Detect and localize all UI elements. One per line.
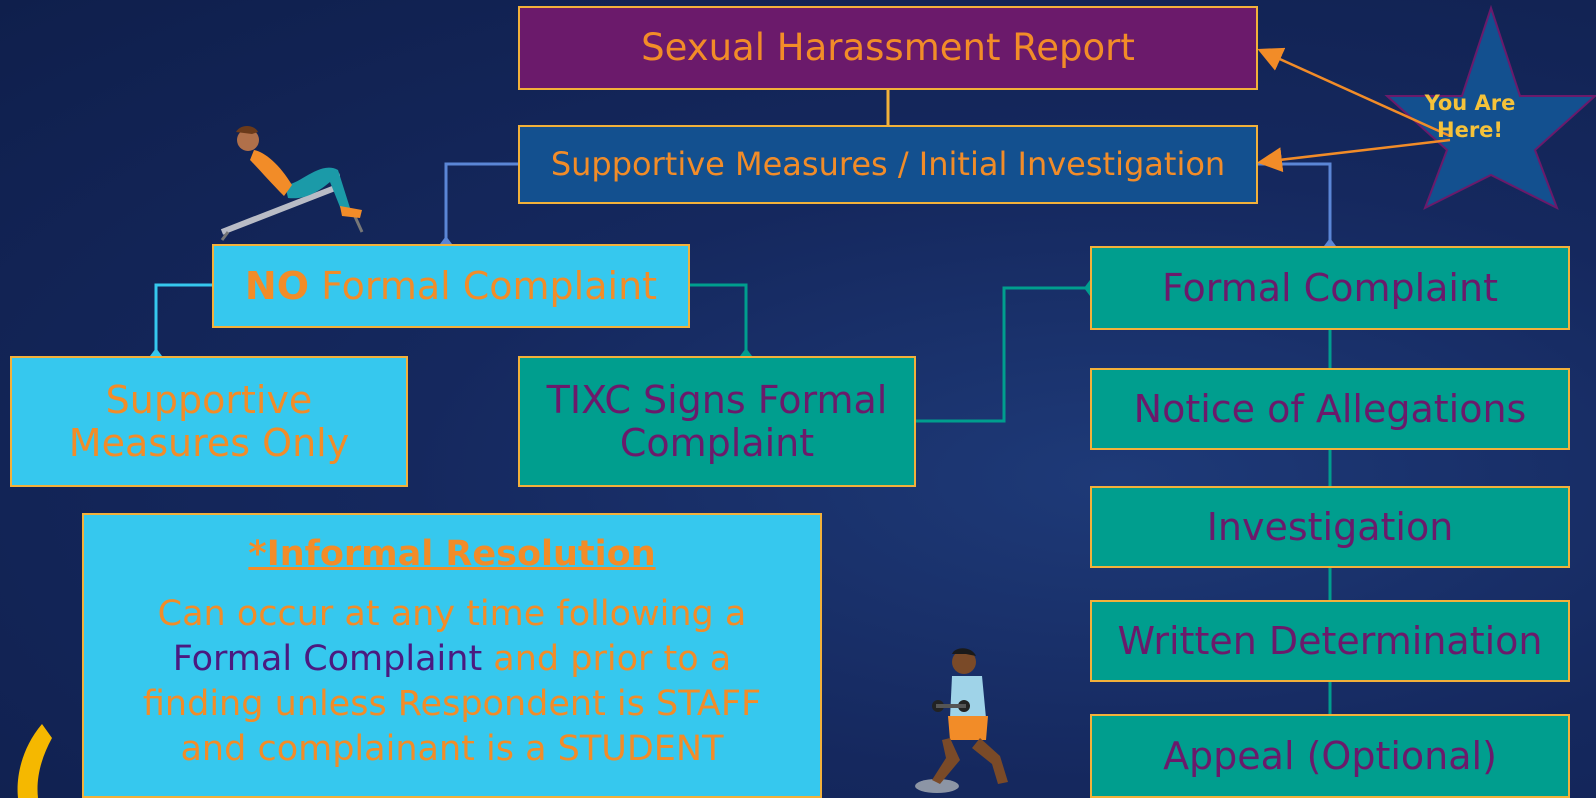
star-line2: Here!: [1437, 118, 1503, 143]
connector-no-formal-tixc: [690, 283, 748, 356]
supportive-only-box: Supportive Measures Only: [10, 356, 408, 487]
supportive-initial-text: Supportive Measures / Initial Investigat…: [550, 144, 1226, 183]
supportive-only-line1: Supportive: [105, 377, 313, 422]
tixc-line2: Complaint: [619, 420, 815, 465]
informal-body: Can occur at any time following a Formal…: [143, 592, 761, 771]
step-appeal: Appeal (Optional): [1090, 714, 1570, 798]
star-shape: [1384, 4, 1596, 211]
star-line1: You Are: [1424, 91, 1516, 115]
connector-no-formal-supportive-only: [154, 283, 212, 356]
step-label: Investigation: [1206, 504, 1454, 549]
step-formal-complaint: Formal Complaint: [1090, 246, 1570, 330]
title-text: Sexual Harassment Report: [641, 26, 1135, 70]
connector-tixc-formal: [916, 286, 1090, 423]
informal-line4: and complainant is a STUDENT: [180, 728, 724, 769]
tixc-box: TIXC Signs Formal Complaint: [518, 356, 916, 487]
yellow-arc-icon: [17, 724, 52, 798]
supportive-initial-box: Supportive Measures / Initial Investigat…: [518, 125, 1258, 204]
step-investigation: Investigation: [1090, 486, 1570, 568]
squat-man-icon: [915, 648, 1008, 793]
informal-heading: *Informal Resolution: [248, 534, 656, 574]
no-formal-complaint-box: NO Formal Complaint: [212, 244, 690, 328]
step-label: Formal Complaint: [1162, 265, 1498, 310]
informal-formal-complaint: Formal Complaint: [172, 638, 483, 679]
informal-resolution-box: *Informal Resolution Can occur at any ti…: [82, 513, 822, 798]
informal-line1: Can occur at any time following a: [157, 594, 747, 635]
informal-line3: finding unless Respondent is STAFF: [142, 683, 762, 724]
informal-line2-rest: and prior to a: [482, 638, 732, 679]
connector-supportive-formal: [1258, 162, 1332, 246]
step-label: Written Determination: [1117, 618, 1543, 663]
connector-supportive-no-formal: [444, 162, 518, 244]
arrow-to-supportive: [1257, 138, 1451, 173]
situp-woman-icon: [220, 126, 364, 241]
no-label: NO: [244, 263, 310, 308]
no-formal-rest: Formal Complaint: [309, 263, 658, 308]
you-are-here-label: You Are Here!: [1410, 90, 1530, 145]
title-box: Sexual Harassment Report: [518, 6, 1258, 90]
arrow-to-title: [1257, 47, 1451, 138]
supportive-only-line2: Measures Only: [68, 420, 350, 465]
tixc-line1: TIXC Signs Formal: [546, 377, 888, 422]
step-written-determination: Written Determination: [1090, 600, 1570, 682]
step-label: Notice of Allegations: [1133, 386, 1527, 431]
step-label: Appeal (Optional): [1163, 733, 1497, 778]
step-notice-of-allegations: Notice of Allegations: [1090, 368, 1570, 450]
